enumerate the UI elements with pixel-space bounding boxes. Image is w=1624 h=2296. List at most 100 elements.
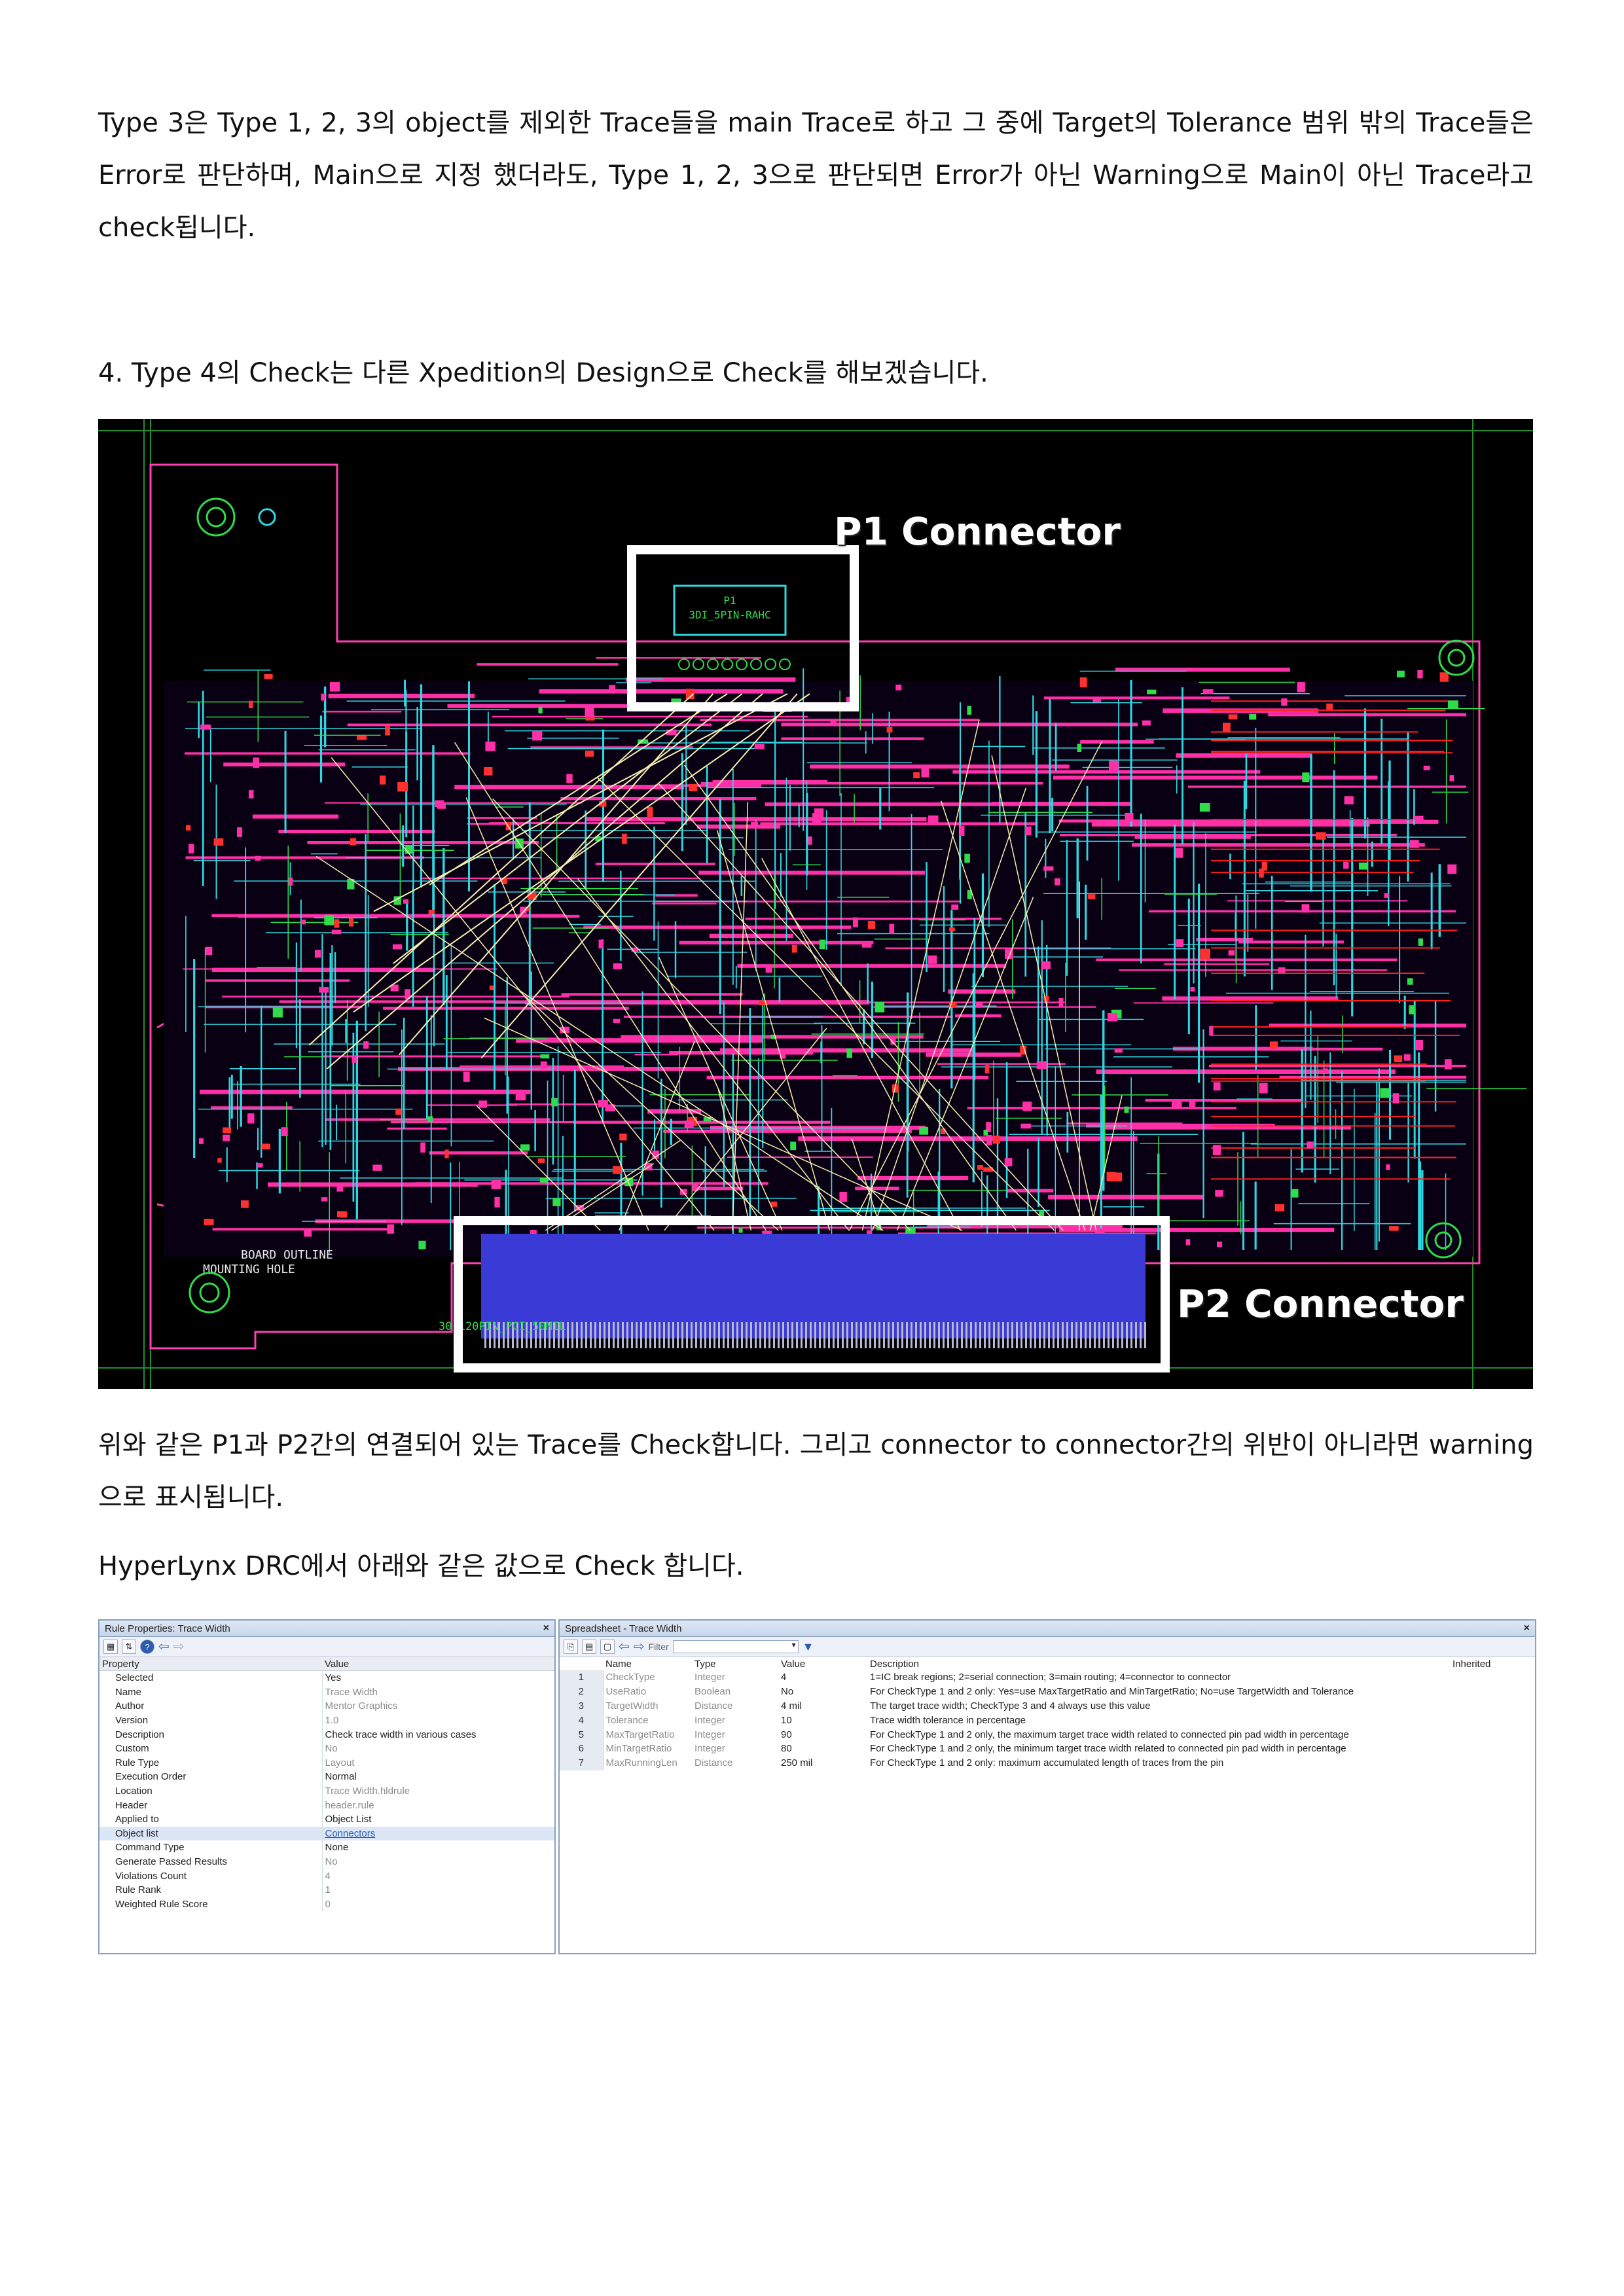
pcb-pad [393, 896, 401, 905]
property-value[interactable]: None [325, 1842, 349, 1854]
p2-pin [1130, 1322, 1132, 1348]
forward-arrow-icon[interactable]: ⇨ [633, 1640, 645, 1654]
pcb-pad [652, 1150, 659, 1159]
p2-pin [979, 1322, 981, 1348]
property-value[interactable]: No [325, 1856, 338, 1868]
pcb-pad [257, 1163, 263, 1168]
help-icon[interactable]: ? [140, 1640, 154, 1654]
p2-pin [778, 1322, 780, 1348]
forward-arrow-icon[interactable]: ⇨ [173, 1640, 185, 1654]
pcb-trace [1089, 1095, 1123, 1231]
property-value[interactable]: 0 [325, 1898, 331, 1910]
parameter-name: UseRatio [605, 1686, 647, 1698]
property-value[interactable]: Yes [325, 1672, 341, 1684]
p2-pin [791, 1322, 793, 1348]
parameter-name: Tolerance [605, 1714, 649, 1726]
pcb-pad [1228, 714, 1238, 720]
parameter-value[interactable]: No [781, 1686, 794, 1698]
pcb-pad [1445, 1059, 1452, 1069]
parameter-value[interactable]: 80 [781, 1743, 792, 1755]
pcb-pad [928, 815, 939, 823]
parameter-value[interactable]: 90 [781, 1729, 792, 1740]
paragraph-p1-p2-check: 위와 같은 P1과 P2간의 연결되어 있는 Trace를 Check합니다. … [98, 1430, 1534, 1513]
property-value[interactable]: 1 [325, 1884, 331, 1896]
pcb-pad [537, 1158, 545, 1163]
parameter-value[interactable]: 4 [781, 1672, 787, 1683]
property-value[interactable]: Connectors [322, 1826, 554, 1841]
spreadsheet-title: Spreadsheet - Trace Width [565, 1623, 682, 1634]
p2-pin [608, 1322, 610, 1348]
property-value[interactable]: header.rule [325, 1799, 374, 1811]
property-value[interactable]: Check trace width in various cases [325, 1729, 477, 1740]
property-value[interactable]: Layout [325, 1757, 355, 1768]
p2-pin [901, 1322, 903, 1348]
filter-dropdown[interactable]: ▾ [672, 1640, 799, 1653]
property-value[interactable]: No [325, 1743, 338, 1755]
property-value[interactable]: 1.0 [325, 1715, 339, 1727]
property-value[interactable]: Object List [325, 1814, 372, 1825]
alphabetical-icon[interactable]: ⇅ [122, 1640, 136, 1654]
pcb-pad [585, 750, 594, 757]
property-value[interactable]: Trace Width [325, 1686, 378, 1698]
p2-pin [613, 1322, 615, 1348]
property-value[interactable]: Normal [325, 1771, 357, 1783]
pcb-pad [770, 1034, 776, 1039]
pcb-pad [765, 965, 772, 973]
clear-icon[interactable]: ▢ [600, 1640, 615, 1654]
categorized-icon[interactable]: ▦ [103, 1640, 118, 1654]
parameter-inherited [1450, 1685, 1535, 1699]
p2-pin [878, 1322, 880, 1348]
pcb-pad [839, 1191, 847, 1202]
property-value[interactable]: Trace Width.hldrule [325, 1785, 410, 1797]
name-column-header: Name [603, 1657, 692, 1670]
pcb-pad [948, 1002, 957, 1007]
p2-pin [1016, 1322, 1018, 1348]
pcb-pad [387, 1224, 394, 1234]
copy-icon[interactable]: ⎘ [564, 1640, 578, 1654]
p2-pin [567, 1322, 569, 1348]
parameter-value[interactable]: 250 mil [781, 1757, 813, 1769]
p2-pin [1034, 1322, 1036, 1348]
pcb-pad [967, 706, 972, 715]
back-arrow-icon[interactable]: ⇦ [619, 1640, 630, 1654]
property-value[interactable]: 4 [325, 1870, 331, 1882]
funnel-icon[interactable]: ▼ [802, 1640, 814, 1653]
property-name: Location [99, 1784, 323, 1799]
paste-icon[interactable]: ▤ [582, 1640, 596, 1654]
p2-connector-body [481, 1234, 1146, 1338]
close-icon[interactable]: × [1523, 1623, 1530, 1634]
parameter-value[interactable]: 4 mil [781, 1700, 802, 1712]
property-value[interactable]: Mentor Graphics [325, 1700, 398, 1712]
parameter-value[interactable]: 10 [781, 1714, 792, 1726]
pcb-pad [540, 1054, 550, 1059]
back-arrow-icon[interactable]: ⇦ [158, 1640, 170, 1654]
close-icon[interactable]: × [543, 1623, 549, 1634]
p2-pin [507, 1322, 509, 1348]
p2-pin [723, 1322, 725, 1348]
p1-pad [707, 658, 719, 670]
